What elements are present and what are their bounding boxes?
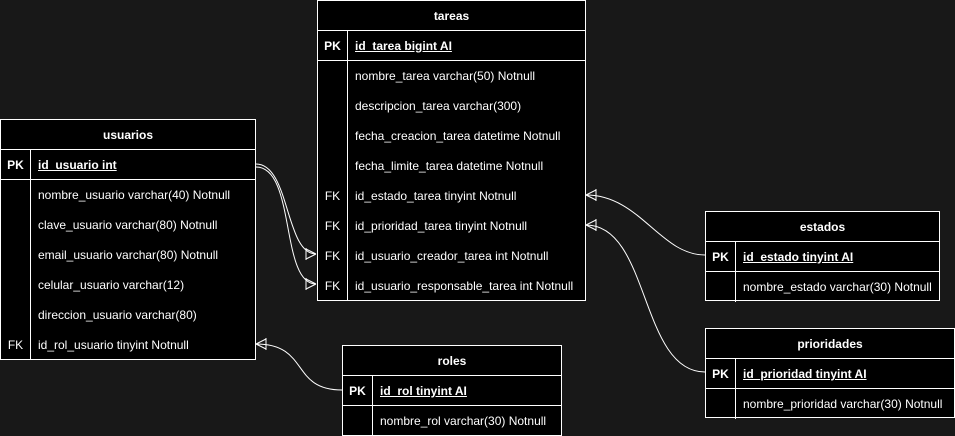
key-label: FK — [1, 330, 31, 360]
entity-title: tareas — [318, 1, 585, 31]
entity-title: estados — [706, 212, 939, 242]
pk-row[interactable]: PK id_rol tinyint AI — [343, 376, 561, 406]
key-label — [706, 389, 736, 419]
attribute-field: id_usuario_responsable_tarea int Notnull — [355, 279, 574, 293]
key-label — [706, 272, 736, 302]
attribute-row[interactable]: nombre_estado varchar(30) Notnull — [706, 272, 939, 302]
attribute-field: nombre_estado varchar(30) Notnull — [743, 280, 932, 294]
attribute-list: nombre_prioridad varchar(30) Notnull — [706, 389, 954, 419]
key-label: FK — [318, 181, 348, 211]
key-label — [1, 210, 31, 240]
attribute-field: nombre_tarea varchar(50) Notnull — [355, 69, 536, 83]
attribute-row[interactable]: nombre_usuario varchar(40) Notnull — [1, 180, 255, 210]
attribute-field: id_rol_usuario tinyint Notnull — [38, 338, 189, 352]
pk-label: PK — [706, 359, 736, 388]
entity-roles[interactable]: roles PK id_rol tinyint AI nombre_rol va… — [342, 345, 562, 436]
pk-label: PK — [706, 242, 736, 271]
attribute-row[interactable]: fecha_limite_tarea datetime Notnull — [318, 151, 585, 181]
attribute-field: fecha_limite_tarea datetime Notnull — [355, 159, 544, 173]
entity-tareas[interactable]: tareas PK id_tarea bigint AI nombre_tare… — [317, 0, 586, 301]
key-label — [318, 61, 348, 91]
pk-field: id_usuario int — [38, 158, 117, 172]
link-prioridad-many — [585, 219, 597, 231]
pk-row[interactable]: PK id_estado tinyint AI — [706, 242, 939, 272]
attribute-row[interactable]: FK id_usuario_creador_tarea int Notnull — [318, 241, 585, 271]
pk-row[interactable]: PK id_tarea bigint AI — [318, 31, 585, 61]
attribute-field: descripcion_tarea varchar(300) — [355, 99, 522, 113]
attribute-list: nombre_tarea varchar(50) Notnull descrip… — [318, 61, 585, 301]
attribute-field: id_usuario_creador_tarea int Notnull — [355, 249, 549, 263]
attribute-row[interactable]: nombre_prioridad varchar(30) Notnull — [706, 389, 954, 419]
link-usuario-responsable — [255, 166, 317, 285]
attribute-row[interactable]: email_usuario varchar(80) Notnull — [1, 240, 255, 270]
entity-title: usuarios — [1, 120, 255, 150]
key-label — [1, 270, 31, 300]
attribute-field: id_prioridad_tarea tinyint Notnull — [355, 219, 528, 233]
key-label — [318, 121, 348, 151]
attribute-field: fecha_creacion_tarea datetime Notnull — [355, 129, 561, 143]
attribute-row[interactable]: nombre_rol varchar(30) Notnull — [343, 406, 561, 436]
attribute-row[interactable]: FK id_prioridad_tarea tinyint Notnull — [318, 211, 585, 241]
key-label: FK — [318, 271, 348, 301]
entity-estados[interactable]: estados PK id_estado tinyint AI nombre_e… — [705, 211, 940, 302]
link-prioridad — [585, 224, 706, 373]
attribute-row[interactable]: nombre_tarea varchar(50) Notnull — [318, 61, 585, 91]
pk-field: id_estado tinyint AI — [743, 250, 854, 264]
entity-usuarios[interactable]: usuarios PK id_usuario int nombre_usuari… — [0, 119, 256, 360]
attribute-field: celular_usuario varchar(12) — [38, 278, 185, 292]
attribute-field: email_usuario varchar(80) Notnull — [38, 248, 219, 262]
pk-label: PK — [1, 150, 31, 179]
pk-label: PK — [343, 376, 373, 405]
attribute-field: direccion_usuario varchar(80) — [38, 308, 197, 322]
pk-field: id_rol tinyint AI — [380, 384, 467, 398]
attribute-row[interactable]: FK id_rol_usuario tinyint Notnull — [1, 330, 255, 360]
link-rol-many — [255, 338, 267, 350]
attribute-row[interactable]: direccion_usuario varchar(80) — [1, 300, 255, 330]
pk-row[interactable]: PK id_usuario int — [1, 150, 255, 180]
link-estado-many — [585, 189, 597, 201]
key-label — [1, 300, 31, 330]
key-label — [1, 180, 31, 210]
attribute-row[interactable]: fecha_creacion_tarea datetime Notnull — [318, 121, 585, 151]
entity-title: prioridades — [706, 329, 954, 359]
key-label: FK — [318, 241, 348, 271]
link-usuario-creador-many — [305, 248, 317, 260]
attribute-list: nombre_estado varchar(30) Notnull — [706, 272, 939, 302]
key-label — [1, 240, 31, 270]
attribute-field: id_estado_tarea tinyint Notnull — [355, 189, 517, 203]
attribute-field: nombre_usuario varchar(40) Notnull — [38, 188, 231, 202]
key-label — [318, 91, 348, 121]
attribute-field: clave_usuario varchar(80) Notnull — [38, 218, 218, 232]
key-label — [318, 151, 348, 181]
link-rol — [255, 343, 343, 391]
attribute-row[interactable]: FK id_usuario_responsable_tarea int Notnu… — [318, 271, 585, 301]
attribute-row[interactable]: FK id_estado_tarea tinyint Notnull — [318, 181, 585, 211]
attribute-row[interactable]: clave_usuario varchar(80) Notnull — [1, 210, 255, 240]
pk-field: id_tarea bigint AI — [355, 39, 452, 53]
attribute-field: nombre_rol varchar(30) Notnull — [380, 414, 547, 428]
attribute-row[interactable]: descripcion_tarea varchar(300) — [318, 91, 585, 121]
pk-row[interactable]: PK id_prioridad tinyint AI — [706, 359, 954, 389]
key-label — [343, 406, 373, 436]
attribute-row[interactable]: celular_usuario varchar(12) — [1, 270, 255, 300]
link-usuario-responsable-many — [305, 278, 317, 290]
link-usuario-creador — [255, 163, 317, 255]
entity-title: roles — [343, 346, 561, 376]
key-label: FK — [318, 211, 348, 241]
entity-prioridades[interactable]: prioridades PK id_prioridad tinyint AI n… — [705, 328, 955, 419]
pk-label: PK — [318, 31, 348, 60]
attribute-list: nombre_rol varchar(30) Notnull — [343, 406, 561, 436]
attribute-list: nombre_usuario varchar(40) Notnull clave… — [1, 180, 255, 360]
attribute-field: nombre_prioridad varchar(30) Notnull — [743, 397, 943, 411]
link-estado — [585, 194, 706, 256]
pk-field: id_prioridad tinyint AI — [743, 367, 867, 381]
